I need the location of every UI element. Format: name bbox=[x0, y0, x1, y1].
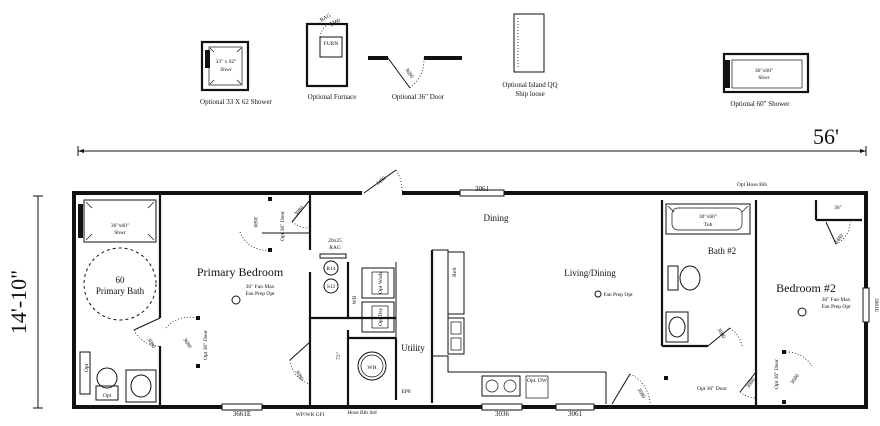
opt-label: Opt bbox=[84, 363, 90, 372]
svg-text:3080: 3080 bbox=[294, 369, 305, 382]
option-shower-60-label: Shwr bbox=[758, 75, 770, 81]
windows: 3061 3661E 3036 3061 3061E bbox=[221, 185, 879, 418]
utility-label: Utility bbox=[401, 343, 425, 353]
svg-text:Opt Wash: Opt Wash bbox=[378, 272, 384, 294]
svg-text:Opt 36" Door: Opt 36" Door bbox=[280, 211, 286, 241]
living-dining: Dining Living/Dining Fan Prep Opt 3680 bbox=[483, 213, 651, 405]
option-island: Optional Island QQ Ship loose bbox=[502, 13, 558, 98]
svg-text:3680: 3680 bbox=[790, 373, 801, 386]
svg-text:3080: 3080 bbox=[146, 337, 157, 350]
kitchen: Refr Opt. DW bbox=[430, 249, 607, 404]
dining-label: Dining bbox=[483, 213, 509, 223]
option-shower-60-caption: Optional 60" Shower bbox=[730, 100, 790, 108]
option-furnace-rag: RAG bbox=[319, 13, 332, 24]
door-3480-top: 3480 bbox=[362, 169, 403, 196]
option-furnace-caption: Optional Furnace bbox=[308, 93, 357, 101]
option-door-36-caption: Optional 36" Door bbox=[392, 93, 445, 101]
option-shower-33: 33" x 62" Shwr Optional 33 X 62 Shower bbox=[200, 40, 273, 106]
svg-text:3680: 3680 bbox=[636, 387, 647, 400]
svg-text:WB: WB bbox=[352, 295, 358, 304]
bath-2: 30"x60" Tub Bath #2 Opt Hose Bib 3680 bbox=[660, 182, 768, 348]
option-shower-60: 36"x60" Shwr Optional 60" Shower bbox=[722, 52, 810, 108]
svg-text:36" Fan Max: 36" Fan Max bbox=[822, 297, 851, 303]
length-dimension: 56' bbox=[77, 124, 867, 156]
window-3036: 3036 bbox=[495, 410, 510, 418]
svg-text:Fan Prep Opt: Fan Prep Opt bbox=[821, 304, 851, 310]
primary-bath: 36"x60" Shwr 60 Primary Bath Opt Opt 308… bbox=[78, 193, 209, 407]
svg-text:36" Fan Max: 36" Fan Max bbox=[246, 284, 275, 290]
svg-text:Hose Bib Std: Hose Bib Std bbox=[347, 410, 377, 416]
svg-text:Refr: Refr bbox=[451, 267, 458, 277]
svg-text:S12: S12 bbox=[327, 284, 336, 290]
option-shower-33-caption: Optional 33 X 62 Shower bbox=[200, 98, 273, 106]
svg-text:Opt 36" Door: Opt 36" Door bbox=[697, 386, 727, 392]
window-3061-top: 3061 bbox=[475, 185, 490, 193]
svg-text:Opt Dry: Opt Dry bbox=[378, 308, 384, 326]
primary-shower-size: 36"x60" bbox=[111, 223, 129, 229]
living-dining-label: Living/Dining bbox=[564, 268, 616, 278]
window-3661e: 3661E bbox=[233, 410, 251, 418]
option-shower-60-size: 36"x60" bbox=[755, 68, 773, 74]
bedroom2-label: Bedroom #2 bbox=[776, 281, 836, 295]
option-furnace-furn: FURN bbox=[324, 41, 339, 47]
window-3061-bottom: 3061 bbox=[568, 410, 583, 418]
svg-text:Fan Prep Opt: Fan Prep Opt bbox=[245, 291, 275, 297]
option-door-36-size: 3680 bbox=[403, 67, 414, 80]
utility: 20x25 RAG R14 S12 WB Opt Wash Opt Dry Ut… bbox=[289, 238, 425, 418]
svg-text:3680: 3680 bbox=[252, 217, 258, 228]
width-dimension: 14'-10" bbox=[6, 195, 43, 409]
width-dimension-label: 14'-10" bbox=[6, 270, 31, 334]
svg-text:3680: 3680 bbox=[716, 327, 727, 340]
svg-text:20x25: 20x25 bbox=[328, 238, 342, 244]
primary-shower-label: Shwr bbox=[114, 230, 126, 236]
svg-text:Opt Hose Bib: Opt Hose Bib bbox=[737, 182, 768, 188]
svg-text:Tub: Tub bbox=[704, 222, 713, 228]
bedroom-2: 36" 2480 Bedroom #2 36" Fan Max Fan Prep… bbox=[664, 200, 862, 407]
svg-text:R14: R14 bbox=[326, 266, 335, 272]
option-door-36: 3680 Optional 36" Door bbox=[368, 56, 462, 101]
option-island-caption-2: Ship loose bbox=[515, 90, 544, 98]
option-island-caption-1: Optional Island QQ bbox=[502, 81, 557, 89]
option-shower-33-size: 33" x 62" bbox=[216, 59, 237, 65]
svg-text:Opt. DW: Opt. DW bbox=[527, 378, 548, 384]
svg-text:Opt 36" Door: Opt 36" Door bbox=[774, 359, 780, 389]
svg-text:3480: 3480 bbox=[375, 175, 387, 187]
primary-bedroom-label: Primary Bedroom bbox=[197, 265, 284, 279]
svg-text:72": 72" bbox=[336, 352, 342, 360]
svg-text:EP8: EP8 bbox=[401, 389, 410, 395]
primary-bath-label: Primary Bath bbox=[96, 286, 145, 296]
svg-text:3080: 3080 bbox=[746, 377, 757, 390]
svg-text:Opt: Opt bbox=[103, 393, 112, 399]
option-shower-33-label: Shwr bbox=[220, 67, 232, 73]
exterior-walls bbox=[72, 191, 868, 409]
bath2-label: Bath #2 bbox=[708, 246, 736, 256]
svg-text:3080: 3080 bbox=[293, 205, 305, 217]
option-furnace: FURN RAG 2460 Optional Furnace bbox=[305, 13, 357, 101]
window-3061e-right: 3061E bbox=[873, 298, 879, 313]
turning-circle-60: 60 bbox=[116, 275, 126, 285]
svg-text:36": 36" bbox=[834, 205, 842, 211]
svg-text:WP/WR GFI: WP/WR GFI bbox=[296, 412, 325, 418]
svg-text:Fan Prep Opt: Fan Prep Opt bbox=[603, 292, 633, 298]
svg-text:WH: WH bbox=[367, 365, 376, 371]
svg-text:RAG: RAG bbox=[329, 245, 341, 251]
svg-text:30"x60": 30"x60" bbox=[699, 214, 717, 220]
option-furnace-rag-size: 2460 bbox=[329, 18, 342, 29]
svg-text:2480: 2480 bbox=[833, 233, 845, 245]
length-dimension-label: 56' bbox=[813, 124, 839, 149]
svg-text:Opt 36" Door: Opt 36" Door bbox=[203, 330, 209, 360]
primary-bedroom: Primary Bedroom 36" Fan Max Fan Prep Opt… bbox=[197, 193, 312, 407]
svg-text:3680: 3680 bbox=[181, 337, 192, 350]
